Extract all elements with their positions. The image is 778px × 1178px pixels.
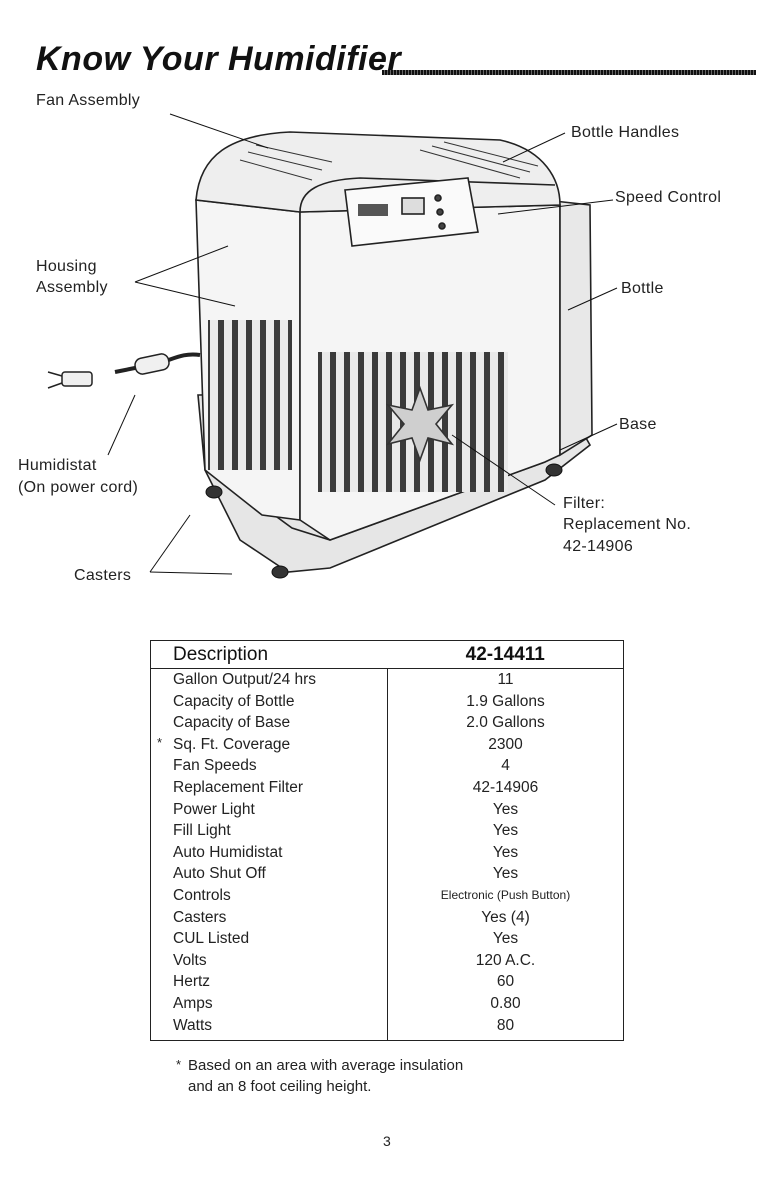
table-row: CUL Listed Yes	[150, 928, 624, 950]
table-row: * Sq. Ft. Coverage 2300	[150, 733, 624, 756]
row-label: Gallon Output/24 hrs	[150, 668, 388, 691]
table-row: Capacity of Base 2.0 Gallons	[150, 712, 624, 734]
row-value: Yes	[492, 930, 519, 948]
row-value: 80	[496, 1016, 515, 1034]
table-row: Gallon Output/24 hrs 11	[150, 668, 624, 691]
power-cord	[47, 352, 201, 389]
label-filter: Filter:	[563, 495, 606, 512]
row-value: 120 A.C.	[475, 951, 536, 969]
row-value: Yes	[492, 822, 519, 840]
footnote-line-1: Based on an area with average insulation	[188, 1057, 464, 1074]
row-label: Replacement Filter	[150, 776, 388, 799]
footnote-marker: *	[176, 1057, 182, 1072]
footnote-marker: *	[157, 734, 163, 750]
label-bottle-handles: Bottle Handles	[571, 124, 680, 141]
row-value: 2.0 Gallons	[466, 714, 545, 732]
row-label-with-marker: * Sq. Ft. Coverage	[150, 733, 388, 756]
row-value: 1.9 Gallons	[466, 692, 545, 710]
label-speed-control: Speed Control	[615, 189, 722, 206]
row-value: Yes (4)	[481, 908, 530, 926]
label-replacement-no: Replacement No.	[563, 516, 692, 533]
row-label: Power Light	[150, 798, 388, 821]
footnote: * Based on an area with average insulati…	[176, 1055, 464, 1097]
label-bottle: Bottle	[621, 280, 664, 297]
title-rule	[382, 70, 756, 75]
label-humidistat: Humidistat	[18, 457, 97, 474]
header-description: Description	[150, 640, 388, 669]
label-base: Base	[619, 416, 657, 433]
row-value: 4	[501, 757, 510, 775]
table-row: Hertz 60	[150, 971, 624, 993]
row-value: Electronic (Push Button)	[440, 887, 571, 902]
row-label: Capacity of Base	[150, 712, 388, 734]
table-row: Auto Humidistat Yes	[150, 841, 624, 864]
table-row: Controls Electronic (Push Button)	[150, 884, 624, 907]
label-on-power-cord: (On power cord)	[18, 479, 139, 496]
header-model-number: 42-14411	[387, 640, 624, 669]
page-title: Know Your Humidifier	[36, 40, 402, 78]
table-row: Replacement Filter 42-14906	[150, 776, 624, 799]
humidifier-illustration	[47, 113, 618, 579]
leader-lines	[107, 113, 618, 575]
side-grille	[208, 320, 292, 470]
table-row: Auto Shut Off Yes	[150, 863, 624, 885]
humidifier-body	[195, 131, 593, 573]
row-value: 0.80	[490, 994, 521, 1012]
row-label: Fan Speeds	[150, 755, 388, 777]
table-row: Casters Yes (4)	[150, 906, 624, 929]
caster-wheels	[205, 463, 563, 579]
row-label: Watts	[150, 1014, 388, 1041]
row-label: Hertz	[150, 971, 388, 993]
row-label: CUL Listed	[150, 928, 388, 950]
row-value: 11	[497, 671, 514, 688]
row-value: Yes	[492, 800, 519, 818]
row-label: Auto Shut Off	[150, 863, 388, 885]
page-number: 3	[383, 1133, 391, 1149]
label-assembly: Assembly	[36, 279, 108, 296]
row-label: Fill Light	[150, 820, 388, 842]
table-row: Fan Speeds 4	[150, 755, 624, 777]
label-housing: Housing	[36, 258, 97, 275]
row-value: Yes	[492, 865, 519, 883]
table-row: Amps 0.80	[150, 992, 624, 1015]
label-casters: Casters	[74, 567, 132, 584]
footnote-line-2: and an 8 foot ceiling height.	[188, 1078, 372, 1095]
row-label: Controls	[150, 884, 388, 907]
row-value: Yes	[492, 843, 519, 861]
row-label: Capacity of Bottle	[150, 690, 388, 713]
table-row: Fill Light Yes	[150, 820, 624, 842]
row-value: 42-14906	[472, 778, 539, 796]
table-row: Capacity of Bottle 1.9 Gallons	[150, 690, 624, 713]
table-row: Watts 80	[150, 1014, 624, 1041]
table-row: Power Light Yes	[150, 798, 624, 821]
row-label: Casters	[150, 906, 388, 929]
filter-badge	[385, 385, 455, 463]
table-header-row: Description 42-14411	[150, 640, 624, 669]
row-value: 2300	[488, 735, 523, 753]
label-filter-number: 42-14906	[563, 538, 634, 555]
fan-vent-lines	[239, 141, 539, 181]
row-label: Auto Humidistat	[150, 841, 388, 864]
row-label: Volts	[150, 949, 388, 972]
label-fan-assembly: Fan Assembly	[36, 92, 141, 109]
table-row: Volts 120 A.C.	[150, 949, 624, 972]
row-label: Amps	[150, 992, 388, 1015]
row-label: Sq. Ft. Coverage	[173, 735, 291, 753]
row-value: 60	[496, 973, 515, 991]
specifications-table: Description 42-14411 Gallon Output/24 hr…	[150, 640, 624, 1042]
